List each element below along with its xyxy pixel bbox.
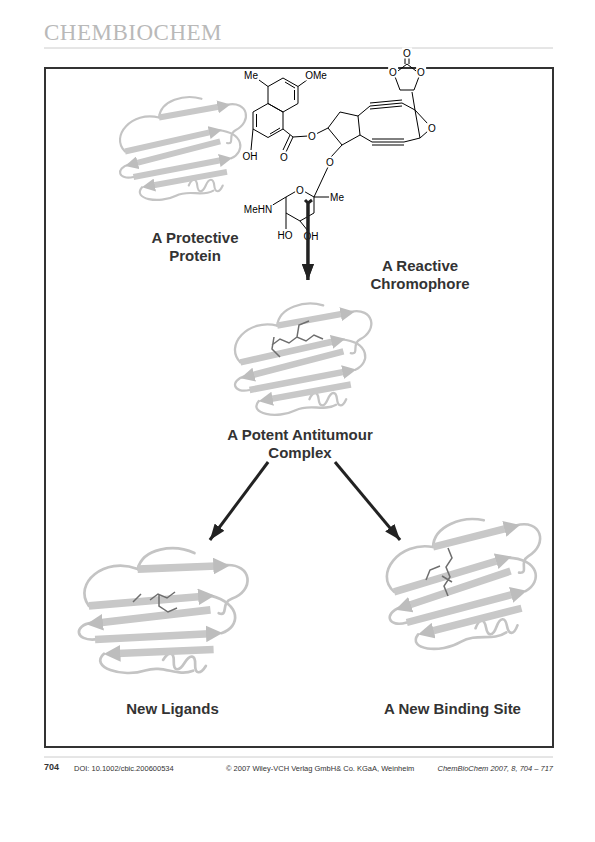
atom-label: O [295,185,305,196]
illustration-part [298,80,307,87]
illustration-part [404,138,420,142]
node-label: A Reactive Chromophore [360,257,480,293]
illustration-part [328,112,360,145]
illustration-part [402,103,415,110]
illustration-part [314,167,328,197]
protein-ribbon [235,304,371,415]
journal-title: CHEMBIOCHEM [44,20,222,46]
protein-ribbon [120,97,246,200]
atom-label: O [402,48,412,59]
atom-label: O [388,67,398,78]
diagram-node: A Protective Protein [85,85,305,265]
illustration-part [285,82,295,88]
atom-label: O [325,157,335,168]
illustration-part [316,128,328,134]
illustration-part [372,145,404,146]
page-number: 704 [44,763,59,772]
atom-label: HO [277,230,294,241]
illustration-part [293,136,308,137]
flow-arrow [335,462,400,540]
illustration-part [259,80,268,87]
diagram-node: New Ligands [65,540,280,718]
atom-label: O [416,67,426,78]
diagram-node: A Potent Antitumour Complex [190,280,410,462]
illustration-part [256,114,257,127]
atom-label: Me [329,192,345,203]
flow-arrow [210,462,268,540]
illustration-part [372,142,404,143]
illustration-part [253,104,283,138]
diagram-node: A Reactive Chromophore [312,65,528,293]
chemical-structure [251,56,428,231]
illustration-part [415,110,428,124]
illustration-part [272,321,323,357]
doi-line: DOI: 10.1002/cbic.200600534 [74,764,174,773]
atom-label: MeHN [243,204,273,215]
atom-label: O [279,152,289,163]
atom-label: OH [303,231,320,242]
atom-label: OH [242,151,259,162]
figure-frame [45,68,553,747]
illustration-part [426,548,452,596]
illustration-part [300,221,308,231]
illustration-part [331,145,342,157]
atom-label: Me [243,70,259,81]
node-label: A Protective Protein [135,229,255,265]
node-label: New Ligands [126,700,219,718]
diagram-node: A New Binding Site [345,540,560,718]
ligand-sticks [133,321,452,612]
illustration-part [270,128,280,134]
illustration-part [370,100,402,103]
illustration-part [370,106,402,109]
atom-label: O [307,131,317,142]
protein-ribbon [383,514,547,652]
illustration-part [251,129,253,150]
illustration-part [268,78,298,112]
illustration-part [294,90,295,100]
illustration-part [360,135,372,142]
illustration-part [283,129,293,137]
citation-line: ChemBioChem 2007, 8, 704 – 717 [438,764,554,773]
illustration-part [314,197,330,198]
node-label: A Potent Antitumour Complex [211,426,389,462]
node-label: A New Binding Site [384,700,521,718]
illustration-part [271,197,286,206]
illustration-part [286,213,287,229]
illustration-part [358,106,370,116]
illustration-part [370,103,402,106]
atom-label: O [427,123,437,134]
footer-rule [44,757,553,758]
atom-label: OMe [304,70,328,81]
illustration-part [412,92,415,110]
illustration-part [372,139,404,140]
illustration-part [286,137,293,152]
illustration-part [283,135,290,150]
protein-ribbon [74,537,251,689]
copyright-line: © 2007 Wiley-VCH Verlag GmbH& Co. KGaA, … [226,764,414,773]
header-rule [44,48,553,49]
illustration-part [133,592,177,612]
